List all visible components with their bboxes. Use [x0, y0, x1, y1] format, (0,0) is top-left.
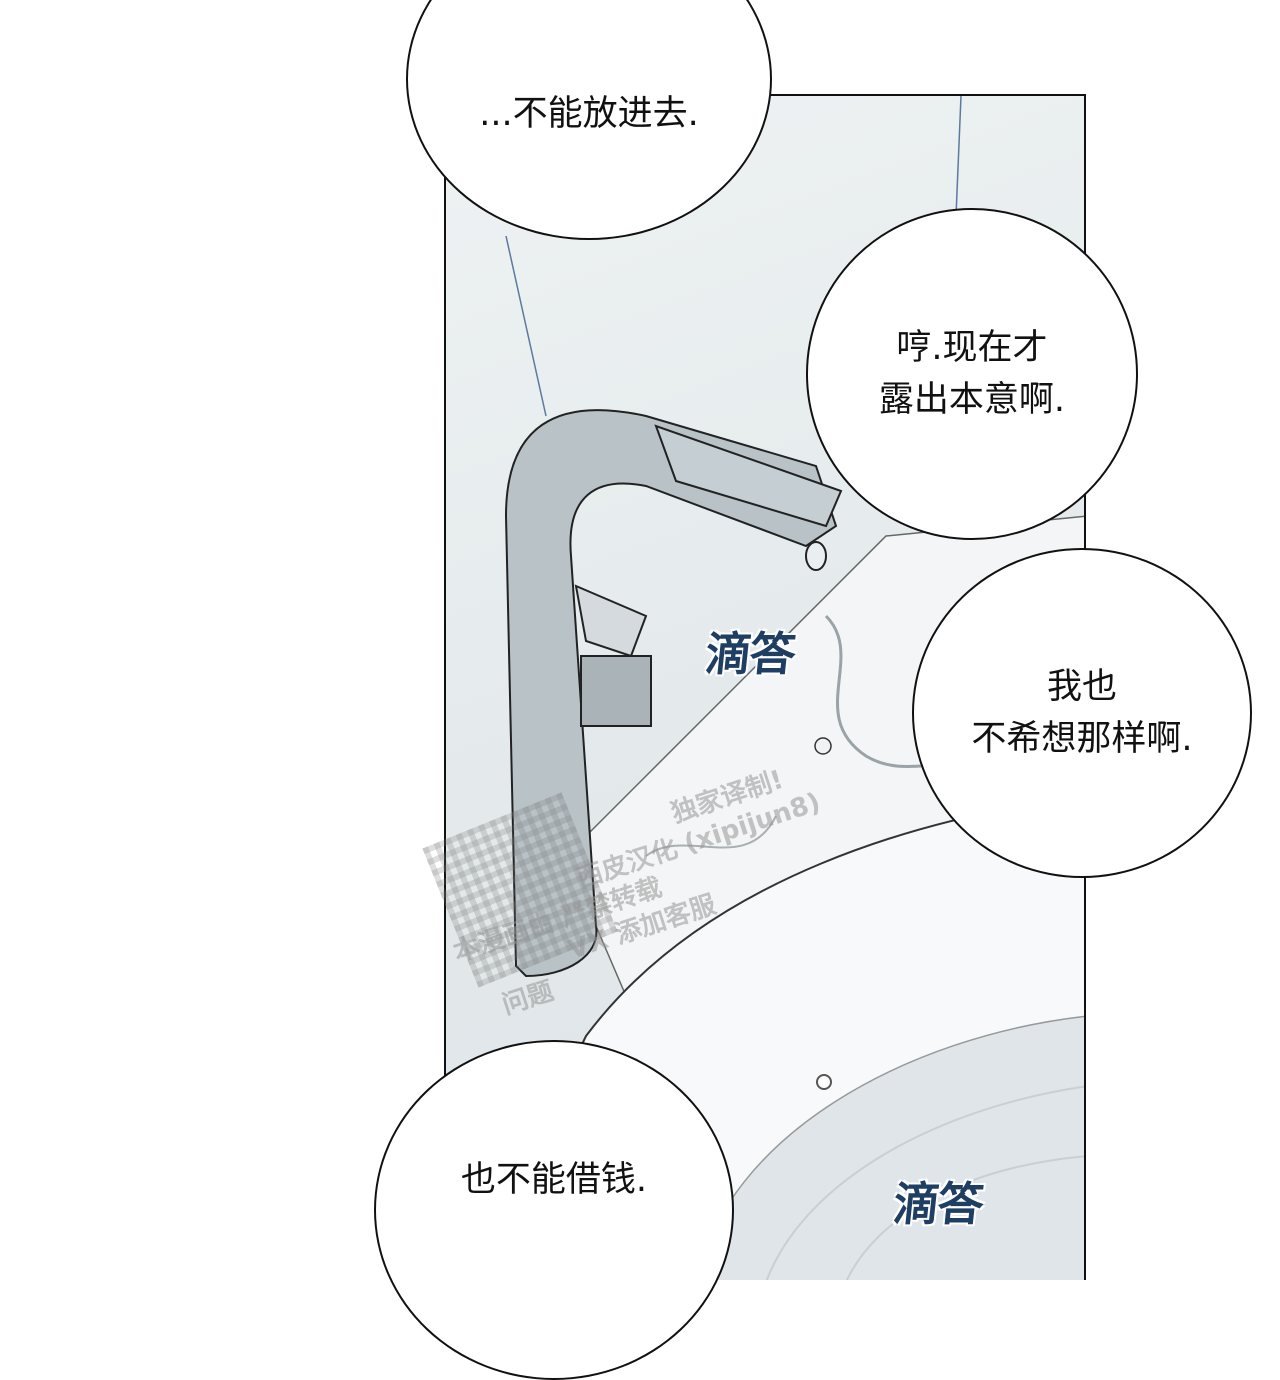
- faucet-body: [504, 409, 838, 978]
- sfx-drip: 滴答: [890, 1177, 985, 1231]
- bubble-text: 我也 不希想那样啊.: [971, 666, 1193, 760]
- water-drop: [805, 541, 827, 571]
- drain-hole: [816, 1074, 832, 1090]
- faucet-lever: [574, 584, 648, 658]
- bubble-text: 哼.现在才 露出本意啊.: [878, 327, 1066, 421]
- water-ripple: [765, 1085, 1084, 1280]
- faucet-spout: [654, 424, 843, 528]
- faucet-handle-base: [580, 655, 652, 727]
- tile-line: [955, 96, 962, 217]
- speech-bubble: 我也 不希想那样啊.: [912, 548, 1252, 878]
- water-ripple: [845, 1155, 1084, 1280]
- water-drop: [814, 737, 832, 755]
- speech-bubble: 也不能借钱.: [374, 1040, 734, 1380]
- tile-line: [505, 235, 547, 417]
- marble-vein: [645, 815, 777, 857]
- sfx-drip: 滴答: [702, 627, 797, 681]
- bubble-text: ...不能放进去.: [479, 93, 699, 134]
- bubble-text: 也不能借钱.: [460, 1159, 648, 1200]
- speech-bubble: 哼.现在才 露出本意啊.: [806, 208, 1138, 540]
